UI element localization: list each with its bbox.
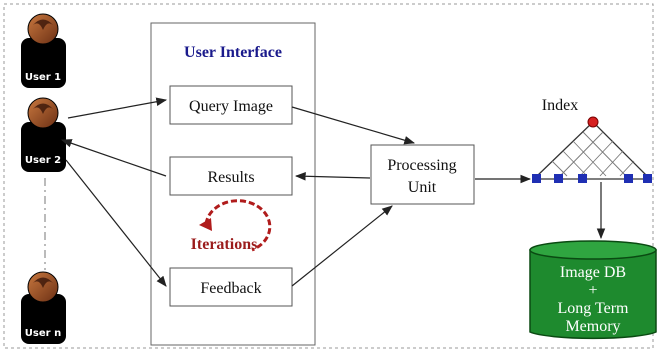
db-cylinder-top xyxy=(529,240,657,260)
index-leaf-node xyxy=(578,174,587,183)
index-lattice xyxy=(551,131,635,177)
arrow-query-to-processing xyxy=(291,106,416,145)
index-leaf-node xyxy=(532,174,541,183)
iterations-arrowhead-icon xyxy=(199,218,212,231)
arrow-results-to-user2 xyxy=(60,139,167,177)
user-interface-title: User Interface xyxy=(184,44,282,61)
user-interface-panel: User Interface Query Image Results Feedb… xyxy=(150,22,316,346)
user-n-body xyxy=(21,294,66,344)
user-1: User 1 xyxy=(21,13,66,88)
index-leaf-node xyxy=(554,174,563,183)
user-n: User n xyxy=(21,271,66,344)
db-line2: + xyxy=(588,282,597,299)
db-cylinder-body xyxy=(529,249,657,340)
results-box xyxy=(169,156,293,196)
arrow-user2-to-query xyxy=(67,97,168,119)
user-2-label: User 2 xyxy=(25,155,61,166)
query-image-label: Query Image xyxy=(189,98,273,115)
index-triangle xyxy=(536,121,648,177)
results-label: Results xyxy=(207,169,254,186)
user-n-hair-icon xyxy=(33,277,53,288)
db-line3: Long Term xyxy=(557,300,629,317)
index-root-node xyxy=(587,116,599,128)
arrow-user2-to-feedback xyxy=(65,159,167,287)
image-db: Image DB + Long Term Memory xyxy=(529,240,657,340)
iterations-cycle-icon xyxy=(204,199,272,252)
processing-unit-box xyxy=(370,144,475,205)
user-2: User 2 xyxy=(21,97,66,172)
query-image-box xyxy=(169,85,293,125)
feedback-label: Feedback xyxy=(200,280,261,297)
db-line4: Memory xyxy=(565,318,620,335)
feedback-box xyxy=(169,267,293,307)
processing-unit-line1: Processing xyxy=(387,157,456,174)
processing-unit: Processing Unit xyxy=(370,144,475,205)
index-tree: Index xyxy=(532,97,652,183)
user-n-label: User n xyxy=(25,328,61,339)
iterations-label: Iterations xyxy=(191,236,258,253)
arrow-feedback-to-processing xyxy=(291,205,393,287)
db-line1: Image DB xyxy=(560,264,626,281)
connectors xyxy=(60,97,606,287)
index-leaf-node xyxy=(624,174,633,183)
index-title: Index xyxy=(542,97,578,114)
user-1-hair-icon xyxy=(33,19,53,30)
user-2-body xyxy=(21,122,66,172)
outer-frame xyxy=(3,3,654,349)
index-leaf-node xyxy=(643,174,652,183)
processing-unit-line2: Unit xyxy=(408,179,437,196)
user-2-hair-icon xyxy=(33,103,53,114)
user-1-body xyxy=(21,38,66,88)
arrow-processing-to-results xyxy=(294,171,371,181)
user-1-label: User 1 xyxy=(25,72,61,83)
